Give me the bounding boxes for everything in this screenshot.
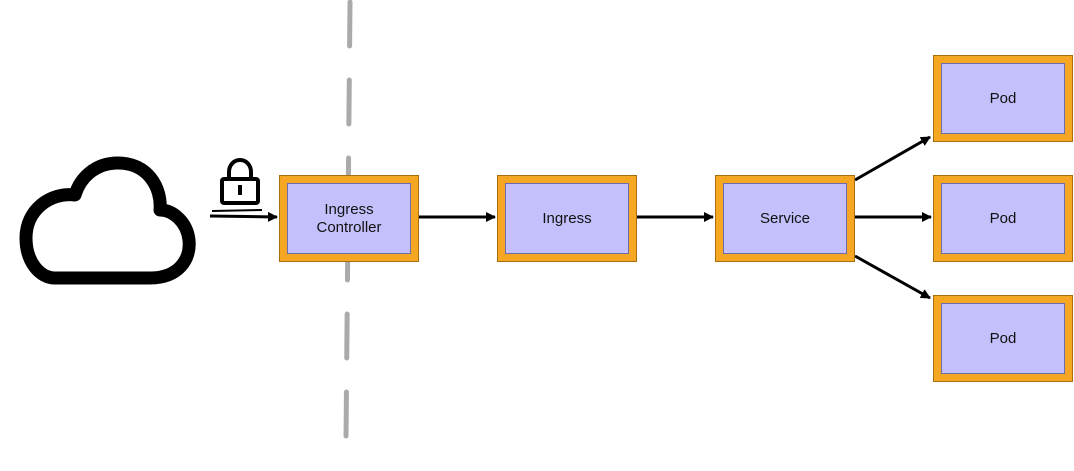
arrow-cloud-to-ingress-controller [209, 211, 278, 222]
pod-box-1: Pod [941, 63, 1065, 134]
pod-node-1: Pod [933, 55, 1073, 142]
pod-box-2: Pod [941, 183, 1065, 254]
ingress-controller-box: Ingress Controller [287, 183, 411, 254]
ingress-node: Ingress [497, 175, 637, 262]
pod-node-3: Pod [933, 295, 1073, 382]
pod-label-2: Pod [989, 209, 1017, 227]
pod-label-1: Pod [989, 89, 1017, 107]
cloud-icon [19, 156, 196, 285]
pod-node-2: Pod [933, 175, 1073, 262]
ingress-box: Ingress [505, 183, 629, 254]
pod-box-3: Pod [941, 303, 1065, 374]
service-box: Service [723, 183, 847, 254]
ingress-controller-node: Ingress Controller [279, 175, 419, 262]
service-node: Service [715, 175, 855, 262]
service-label: Service [759, 209, 811, 227]
lock-icon [220, 157, 260, 205]
arrow-lock-underline [211, 209, 263, 212]
arrow-service-to-pod-3 [854, 254, 931, 300]
pod-label-3: Pod [989, 329, 1017, 347]
arrow-service-to-pod-1 [854, 135, 931, 182]
ingress-label: Ingress [542, 209, 592, 227]
ingress-controller-label: Ingress Controller [316, 200, 382, 236]
